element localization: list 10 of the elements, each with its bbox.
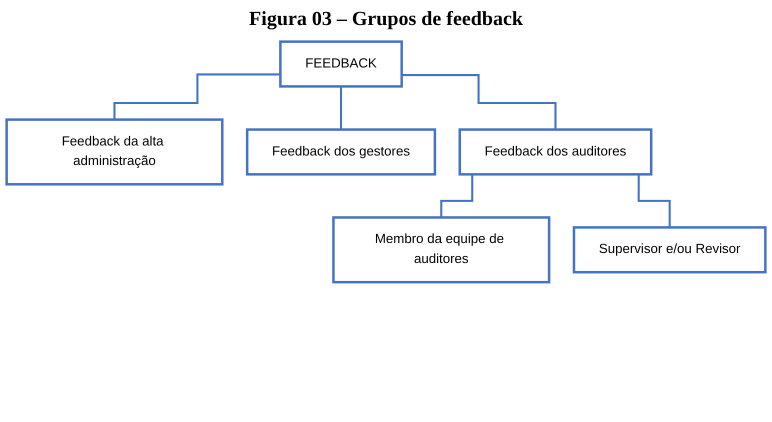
- node-box: Feedback da alta administração: [5, 118, 224, 186]
- connector: [113, 73, 280, 121]
- connector: [340, 85, 342, 131]
- connector: [402, 74, 556, 131]
- node-box: Membro da equipe de auditores: [332, 216, 550, 284]
- figure-title: Figura 03 – Grupos de feedback: [248, 8, 524, 31]
- node-box: Supervisor e/ou Revisor: [572, 226, 767, 274]
- node-box: Feedback dos auditores: [458, 128, 652, 176]
- node-box: Feedback dos gestores: [246, 128, 436, 176]
- node-box: FEEDBACK: [279, 40, 403, 88]
